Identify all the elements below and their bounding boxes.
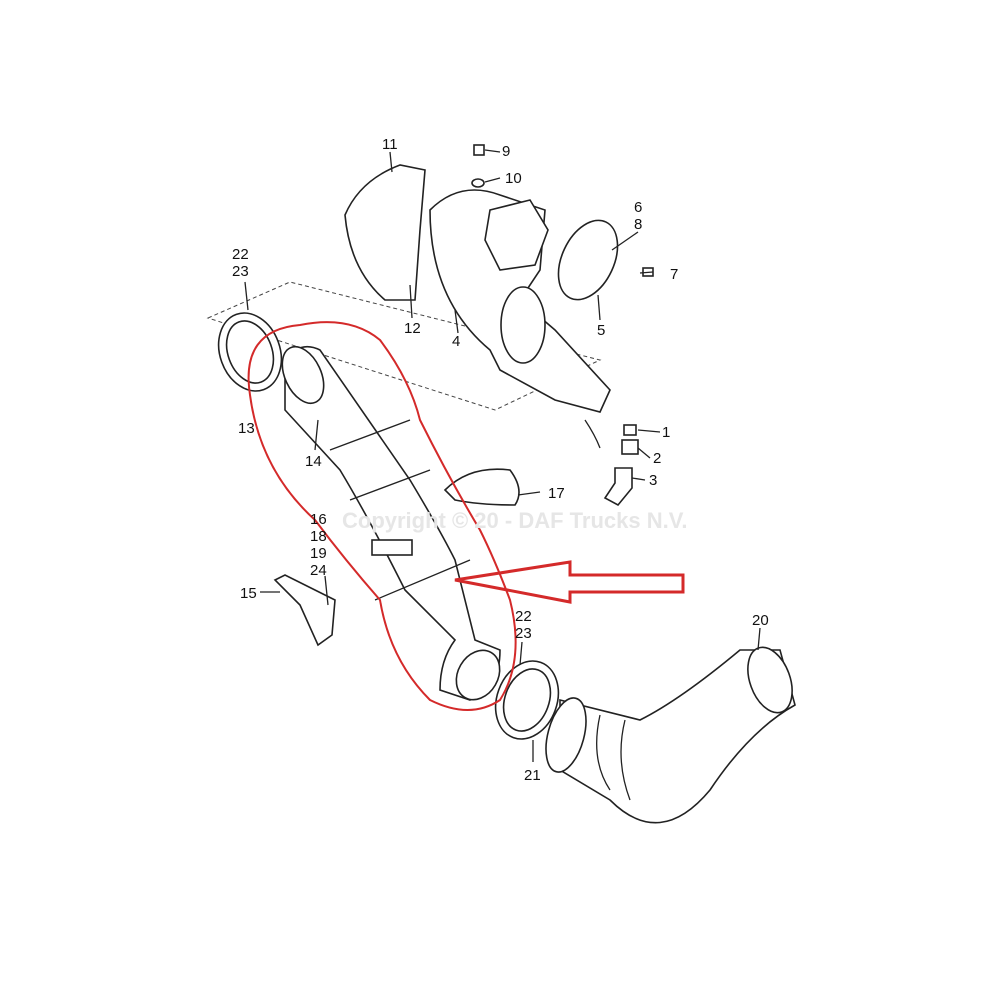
bracket-15 [273,574,336,647]
nut-2 [621,439,639,455]
highlight-outline [247,321,517,711]
drain-arrow [584,419,601,449]
callout-3: 3 [649,472,658,489]
bolt-9 [473,144,485,156]
callout-13: 13 [238,420,255,437]
callout-7: 7 [670,266,679,283]
callout-1: 1 [662,424,671,441]
hose-14-bottom-end [455,649,501,701]
callout-22-23-bottom: 22 23 [515,608,532,642]
callout-17: 17 [548,485,565,502]
callout-15: 15 [240,585,257,602]
pipe-20 [559,649,796,824]
callout-5: 5 [597,322,606,339]
pipe-20-bead [596,714,631,801]
bracket-16 [371,539,413,556]
pipe-20-inlet [545,697,587,773]
cap-1 [623,424,637,436]
reference-plane [206,281,602,411]
callout-12: 12 [404,320,421,337]
callout-16-18-19-24: 16 18 19 24 [310,511,327,579]
callout-11: 11 [382,136,398,153]
bracket-11 [344,164,426,301]
leader-lines [244,149,761,762]
callout-6-8: 6 8 [634,199,643,233]
highlight-arrow [454,560,685,604]
strap-17 [443,468,520,506]
callout-14: 14 [305,453,322,470]
gasket-5 [557,219,619,301]
callout-20: 20 [752,612,769,629]
callout-10: 10 [505,170,522,187]
hose-band-lines [329,419,471,601]
clamp-21-inner [502,668,552,732]
copyright-watermark: Copyright © 20 - DAF Trucks N.V. [342,508,688,533]
callout-21: 21 [524,767,541,784]
hose-14-top-end [281,345,325,405]
clamp-13-inner [225,320,275,384]
washer-10 [471,178,485,188]
flange-plate [484,199,549,271]
callout-2: 2 [653,450,662,467]
outlet-ring [500,286,546,364]
callout-22-23-top: 22 23 [232,246,249,280]
elbow-3 [603,467,633,507]
callout-9: 9 [502,143,511,160]
callout-4: 4 [452,333,461,350]
